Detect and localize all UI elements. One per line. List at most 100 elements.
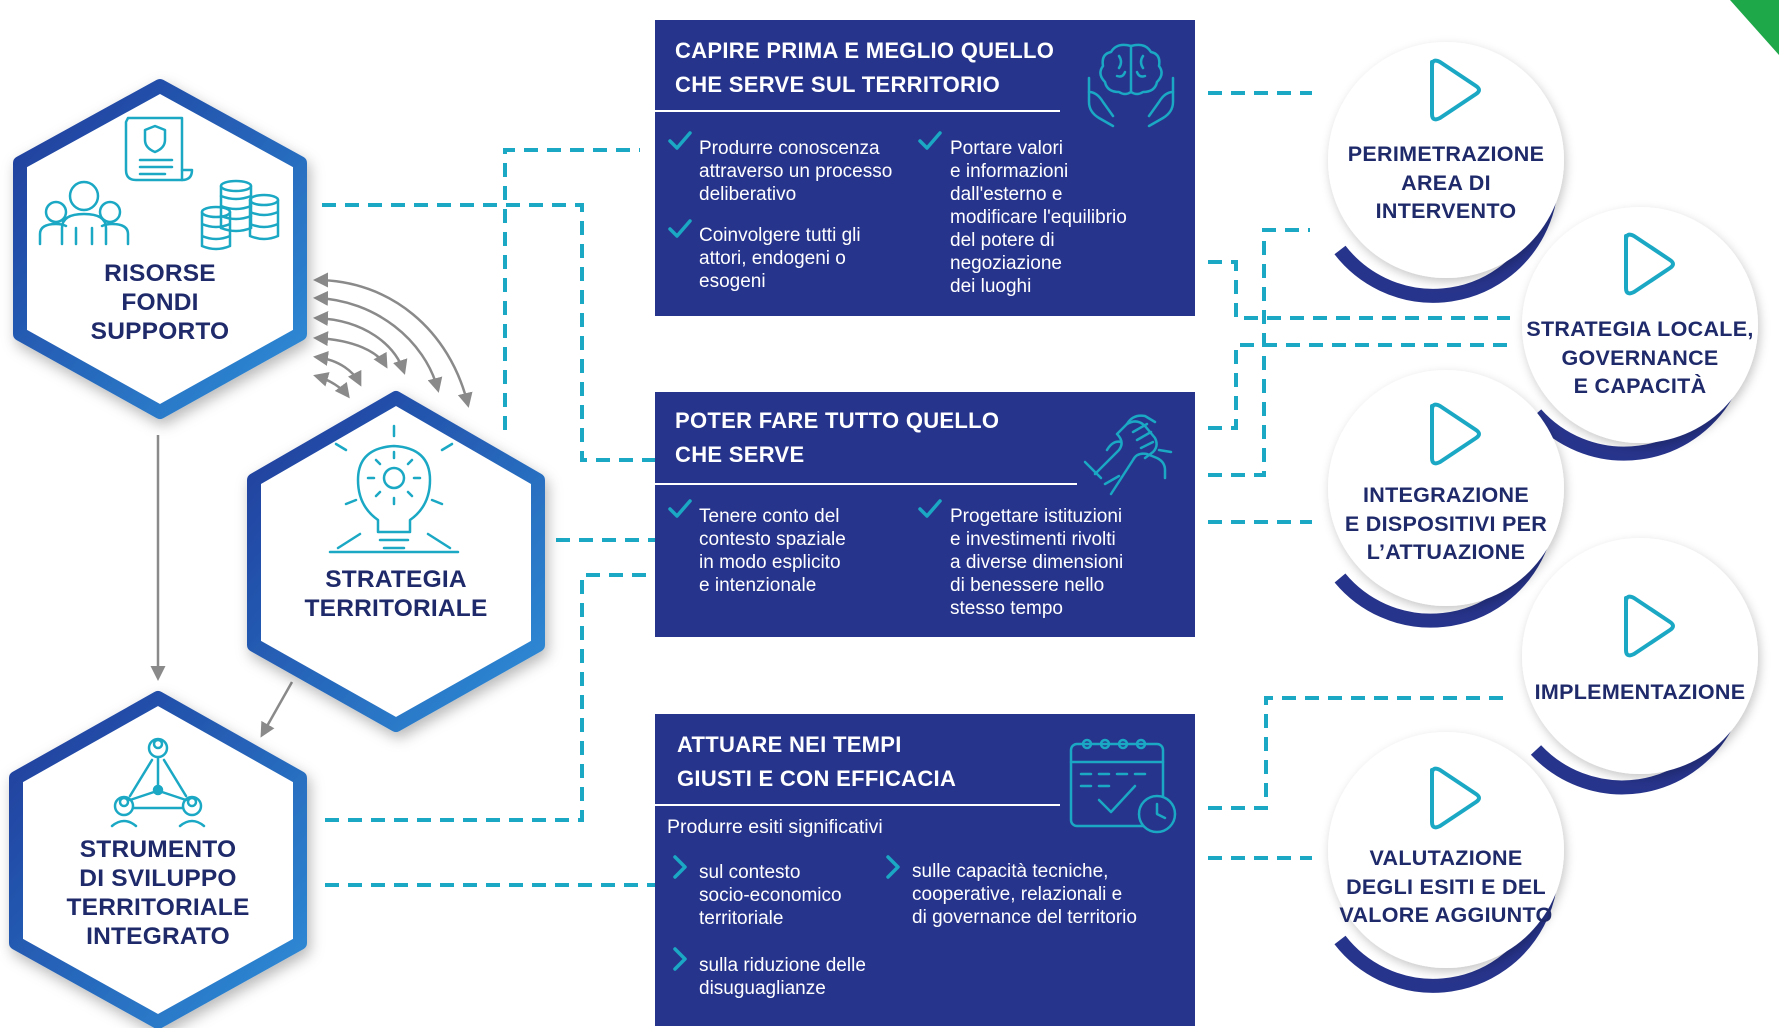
checkmark-icon: [668, 499, 692, 518]
hexagon-strategia: [247, 391, 545, 732]
bullet-line: attori, endogeni o: [699, 248, 846, 269]
bullet-line: e intenzionale: [699, 575, 817, 596]
bullet-line: Coinvolgere tutti gli: [699, 225, 861, 246]
lightbulb-gear-icon: [328, 424, 460, 554]
hexagon-risorse: [13, 79, 307, 419]
corner-accent: [1730, 0, 1779, 55]
circle-implementazione-label: IMPLEMENTAZIONE: [1520, 678, 1760, 707]
checkmark-icon: [918, 499, 942, 518]
circle-label-line: PERIMETRAZIONE: [1347, 142, 1545, 166]
bullet-line: sul contesto: [699, 862, 801, 883]
box-poter-rule: [655, 483, 1077, 485]
hex-label-line: TERRITORIALE: [304, 595, 488, 622]
bullet-item: Produrre conoscenza attraverso un proces…: [699, 137, 892, 206]
circle-label-line: IMPLEMENTAZIONE: [1534, 680, 1746, 704]
bullet-item: Coinvolgere tutti gli attori, endogeni o…: [699, 224, 861, 293]
circle-strategia-locale-label: STRATEGIA LOCALE, GOVERNANCE E CAPACITÀ: [1520, 315, 1760, 401]
circle-label-line: STRATEGIA LOCALE,: [1526, 317, 1754, 341]
bullet-line: socio-economico: [699, 885, 842, 906]
box-title-line: CHE SERVE: [675, 442, 805, 467]
circle-label-line: VALORE AGGIUNTO: [1339, 903, 1553, 927]
hex-label-line: INTEGRATO: [86, 923, 230, 950]
box-capire: CAPIRE PRIMA E MEGLIO QUELLO CHE SERVE S…: [655, 20, 1195, 316]
play-icon: [1430, 402, 1481, 466]
box-title-line: ATTUARE NEI TEMPI: [677, 732, 902, 757]
box-capire-title: CAPIRE PRIMA E MEGLIO QUELLO CHE SERVE S…: [675, 34, 1054, 102]
bullet-item: sulle capacità tecniche, cooperative, re…: [912, 860, 1137, 929]
chevron-right-icon: [673, 947, 687, 971]
play-icon: [1624, 232, 1675, 296]
bullet-line: del potere di: [950, 230, 1055, 251]
play-icon: [1430, 766, 1481, 830]
chevron-right-icon: [673, 855, 687, 879]
checkmark-icon: [918, 131, 942, 150]
circle-label-line: GOVERNANCE: [1561, 345, 1719, 370]
bullet-line: sulle capacità tecniche,: [912, 861, 1109, 882]
dashed-connectors: [322, 91, 1510, 887]
bullet-line: negoziazione: [950, 253, 1062, 274]
bullet-line: a diverse dimensioni: [950, 552, 1124, 573]
bullet-line: esogeni: [699, 271, 766, 292]
bullet-line: dei luoghi: [950, 276, 1032, 297]
brain-hands-icon: [1087, 43, 1175, 128]
hexagon-risorse-label: RISORSE FONDI SUPPORTO: [40, 259, 280, 346]
process-circles: [1328, 42, 1758, 993]
chevron-right-icon: [886, 855, 900, 879]
circle-label-line: DEGLI ESITI E DEL: [1346, 874, 1546, 899]
bullet-line: sulla riduzione delle: [699, 955, 866, 976]
bullet-line: Portare valori: [950, 138, 1063, 159]
bullet-line: contesto spaziale: [699, 529, 846, 550]
bullet-line: Produrre conoscenza: [699, 138, 880, 159]
hex-label-line: STRUMENTO: [79, 836, 237, 863]
circle-perimetrazione-label: PERIMETRAZIONE AREA DI INTERVENTO: [1326, 140, 1566, 226]
corner-accent-bottom: [1700, 955, 1779, 978]
circle-valutazione-label: VALUTAZIONE DEGLI ESITI E DEL VALORE AGG…: [1326, 844, 1566, 930]
circle-label-line: E CAPACITÀ: [1573, 374, 1707, 398]
bullet-line: in modo esplicito: [699, 552, 841, 573]
box-attuare-subheading: Produrre esiti significativi: [667, 816, 883, 838]
box-capire-rule: [655, 110, 1060, 112]
circle-label-line: E DISPOSITIVI PER: [1344, 511, 1548, 536]
box-poter-title: POTER FARE TUTTO QUELLO CHE SERVE: [675, 404, 999, 472]
calendar-check-icon: [1069, 738, 1177, 834]
hex-label-line: DI SVILUPPO: [79, 865, 237, 892]
bullet-line: attraverso un processo: [699, 161, 893, 182]
bullet-line: e informazioni: [950, 161, 1069, 182]
bullet-line: Tenere conto del: [699, 506, 840, 527]
bullet-item: Portare valori e informazioni dall'ester…: [950, 137, 1127, 298]
bullet-line: cooperative, relazionali e: [912, 884, 1123, 905]
hex-label-line: STRATEGIA: [325, 566, 467, 593]
people-coins-document-icon: [38, 116, 280, 251]
bullet-item: sul contesto socio-economico territorial…: [699, 861, 842, 930]
gray-arrows: [150, 272, 473, 738]
hexagon-strumento: [9, 691, 307, 1028]
bullet-line: Progettare istituzioni: [950, 506, 1123, 527]
bullet-line: territoriale: [699, 908, 784, 929]
circle-label-line: AREA DI: [1401, 170, 1491, 195]
bullet-line: deliberativo: [699, 184, 797, 205]
checkmark-icon: [668, 131, 692, 150]
play-icon: [1624, 594, 1675, 658]
box-attuare: ATTUARE NEI TEMPI GIUSTI E CON EFFICACIA…: [655, 714, 1195, 1026]
bullet-line: dall'esterno e: [950, 184, 1063, 205]
box-title-line: GIUSTI E CON EFFICACIA: [677, 766, 957, 791]
hex-label-line: SUPPORTO: [90, 318, 230, 345]
box-title-line: POTER FARE TUTTO QUELLO: [675, 408, 1000, 433]
play-icon: [1430, 58, 1481, 122]
hexagon-strategia-label: STRATEGIA TERRITORIALE: [272, 565, 520, 623]
circle-label-line: INTERVENTO: [1375, 199, 1517, 223]
bullet-item: Tenere conto del contesto spaziale in mo…: [699, 505, 846, 597]
hex-label-line: TERRITORIALE: [66, 894, 250, 921]
bullet-line: di governance del territorio: [912, 907, 1137, 928]
box-title-line: CHE SERVE SUL TERRITORIO: [675, 72, 1001, 97]
box-title-line: CAPIRE PRIMA E MEGLIO QUELLO: [675, 38, 1055, 63]
box-attuare-rule: [655, 804, 1060, 806]
bullet-line: e investimenti rivolti: [950, 529, 1116, 550]
bullet-item: sulla riduzione delle disuguaglianze: [699, 954, 866, 1000]
play-icons: [1430, 58, 1675, 830]
checkmark-icon: [668, 219, 692, 238]
circle-label-line: INTEGRAZIONE: [1362, 483, 1530, 507]
circle-label-line: VALUTAZIONE: [1369, 846, 1523, 870]
circle-integrazione-label: INTEGRAZIONE E DISPOSITIVI PER L’ATTUAZI…: [1326, 481, 1566, 567]
